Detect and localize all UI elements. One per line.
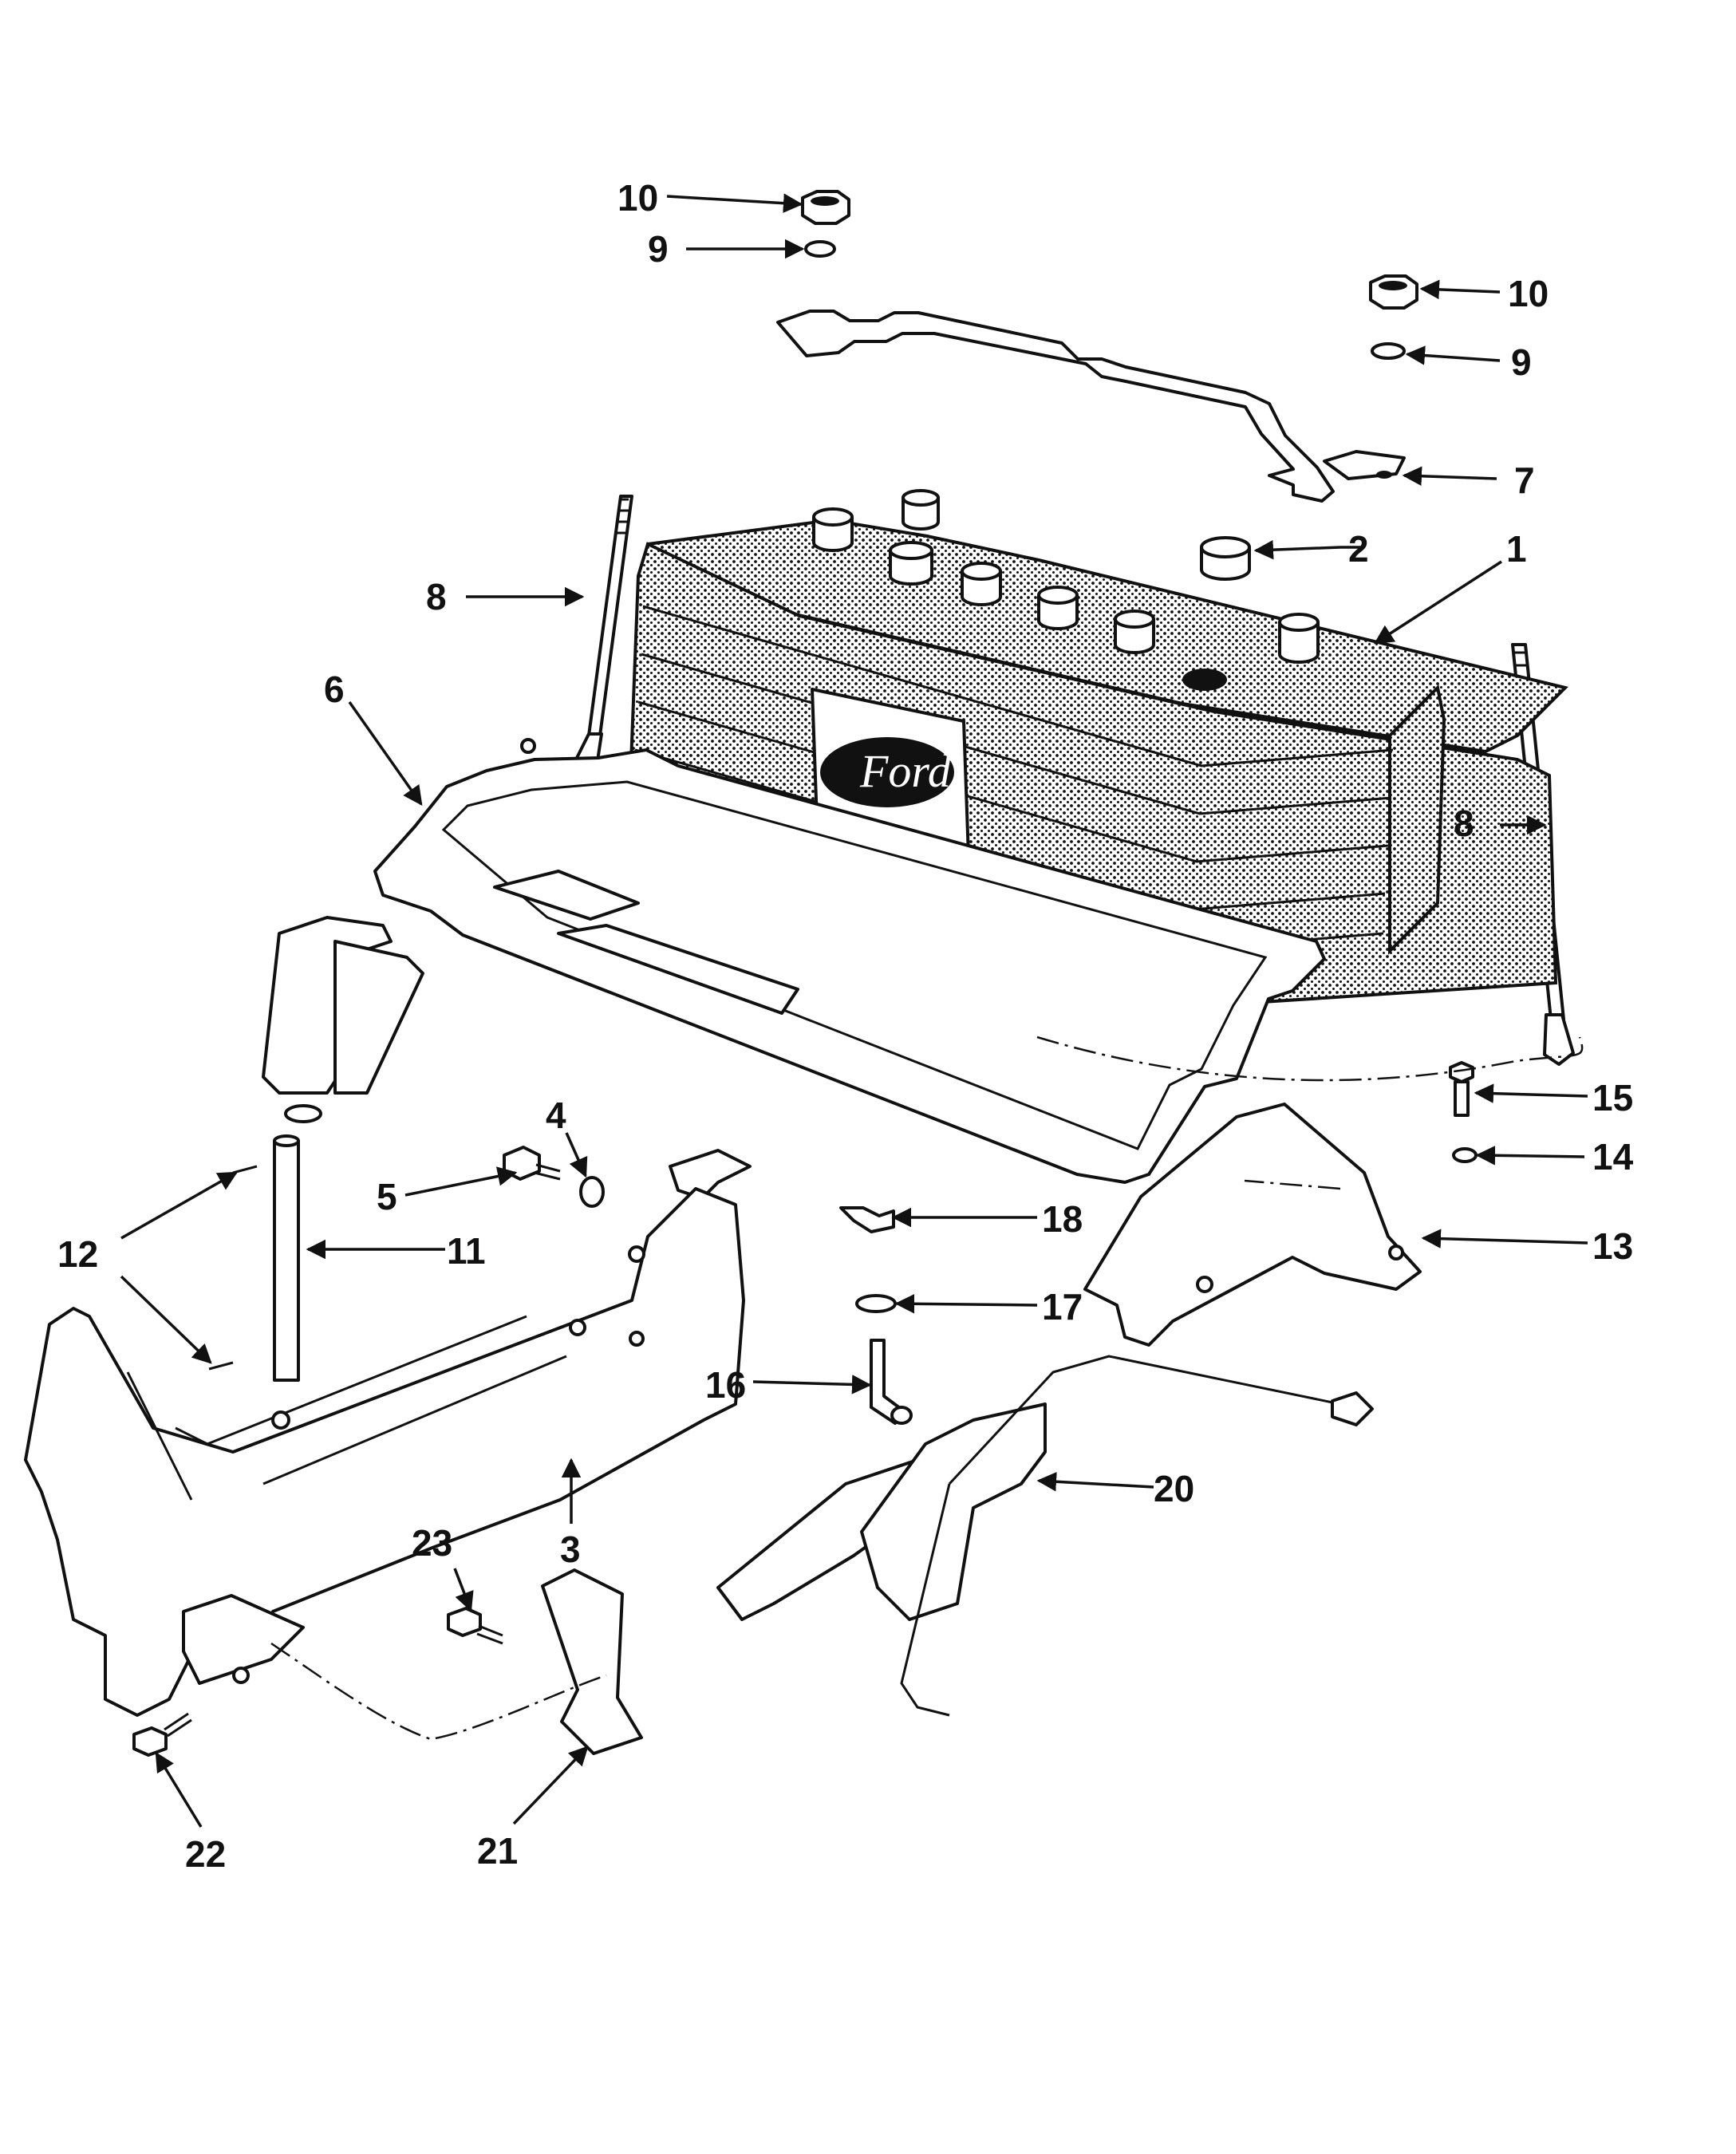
lower-bracket-20 xyxy=(716,1355,1374,1717)
callout-18: 18 xyxy=(1042,1198,1083,1240)
support-pin xyxy=(273,1134,300,1382)
cotter-pin-upper xyxy=(232,1165,258,1174)
battery-tray xyxy=(262,748,1326,1200)
callout-22: 22 xyxy=(185,1833,226,1875)
wing-nut-18 xyxy=(839,1206,895,1233)
callout-23: 23 xyxy=(412,1522,452,1564)
elbow-fitting-16 xyxy=(870,1339,913,1425)
main-support-bracket xyxy=(24,1187,745,1717)
clip-part-14 xyxy=(1452,1147,1478,1163)
callout-8-left: 8 xyxy=(426,576,447,617)
callout-14: 14 xyxy=(1592,1136,1634,1178)
battery: Ford xyxy=(628,489,1568,1009)
callout-11: 11 xyxy=(447,1230,486,1272)
callout-15: 15 xyxy=(1592,1077,1633,1118)
vent-cap xyxy=(1200,536,1251,581)
callout-1: 1 xyxy=(1506,528,1527,570)
hold-down-rod-left xyxy=(520,495,633,775)
callout-10-top-left: 10 xyxy=(617,177,658,219)
callout-9-top-left: 9 xyxy=(648,228,669,270)
hold-down-strap xyxy=(776,310,1406,503)
callout-4: 4 xyxy=(546,1095,566,1136)
leader-lines xyxy=(120,193,1588,1828)
battery-logo-text: Ford xyxy=(859,745,952,797)
washer-part-right xyxy=(1371,342,1406,360)
washer-part-17 xyxy=(855,1294,897,1313)
nut-part-right xyxy=(1369,274,1418,310)
nut-part-left xyxy=(801,190,850,225)
callout-17: 17 xyxy=(1042,1286,1083,1328)
bolt-part-15 xyxy=(1449,1061,1474,1117)
callout-6: 6 xyxy=(324,669,345,710)
phantom-lines xyxy=(270,1036,1584,1741)
callout-16: 16 xyxy=(705,1364,746,1406)
shield-bracket xyxy=(1083,1103,1422,1347)
callout-5: 5 xyxy=(377,1176,397,1217)
callout-13: 13 xyxy=(1592,1225,1633,1267)
washer-part-4 xyxy=(579,1176,605,1208)
washer-part-left xyxy=(804,240,836,258)
callout-12: 12 xyxy=(57,1233,98,1275)
bracket-part-21 xyxy=(541,1568,643,1755)
cotter-pin-lower xyxy=(208,1361,234,1371)
callout-8-right: 8 xyxy=(1454,803,1474,844)
callout-20: 20 xyxy=(1154,1468,1194,1509)
bolt-part-23 xyxy=(447,1607,503,1645)
callout-10-top-right: 10 xyxy=(1508,273,1549,314)
battery-caps xyxy=(812,489,1320,691)
callout-labels: 10 9 10 9 7 2 1 8 8 6 4 5 11 12 13 14 15… xyxy=(57,177,1634,1875)
callout-21: 21 xyxy=(477,1830,518,1872)
callout-3: 3 xyxy=(560,1529,581,1570)
bolt-part-22 xyxy=(132,1712,192,1757)
callout-9-top-right: 9 xyxy=(1511,341,1532,383)
callout-2: 2 xyxy=(1348,528,1369,570)
callout-7: 7 xyxy=(1514,460,1535,501)
